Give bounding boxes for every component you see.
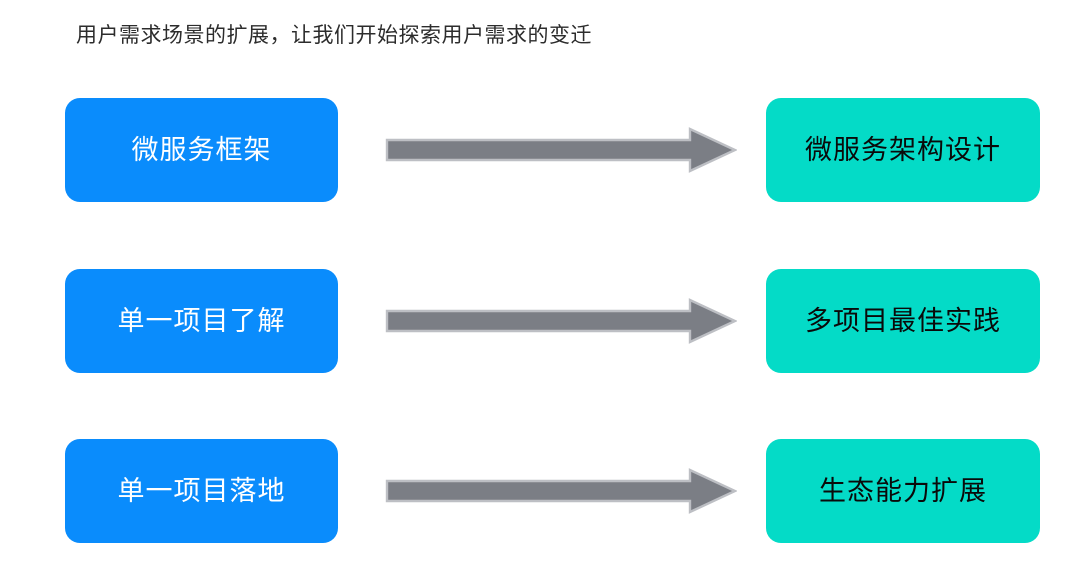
source-node-3[interactable]: 单一项目落地 <box>65 439 338 543</box>
diagram-row: 单一项目了解 多项目最佳实践 <box>0 269 1080 373</box>
source-node-1[interactable]: 微服务框架 <box>65 98 338 202</box>
right-block-arrow-icon <box>385 127 737 173</box>
source-node-2[interactable]: 单一项目了解 <box>65 269 338 373</box>
target-node-1[interactable]: 微服务架构设计 <box>766 98 1040 202</box>
right-block-arrow-icon <box>385 298 737 344</box>
right-block-arrow-icon <box>385 468 737 514</box>
source-node-label: 微服务框架 <box>131 135 272 165</box>
target-node-label: 多项目最佳实践 <box>805 306 1001 336</box>
source-node-label: 单一项目了解 <box>117 306 286 336</box>
target-node-3[interactable]: 生态能力扩展 <box>766 439 1040 543</box>
target-node-2[interactable]: 多项目最佳实践 <box>766 269 1040 373</box>
target-node-label: 生态能力扩展 <box>819 476 987 506</box>
target-node-label: 微服务架构设计 <box>805 135 1001 165</box>
diagram-row: 单一项目落地 生态能力扩展 <box>0 439 1080 543</box>
page-title: 用户需求场景的扩展，让我们开始探索用户需求的变迁 <box>76 24 592 47</box>
diagram-row: 微服务框架 微服务架构设计 <box>0 98 1080 202</box>
source-node-label: 单一项目落地 <box>117 476 286 506</box>
